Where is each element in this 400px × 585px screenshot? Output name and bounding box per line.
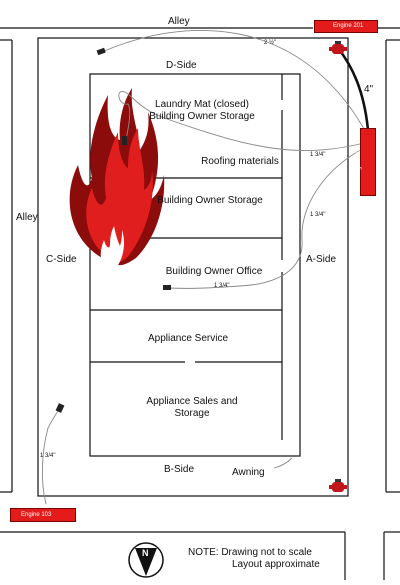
hose-c-side-size: 1 3/4" — [40, 453, 56, 459]
building-outline — [89, 73, 301, 457]
hose-c-side — [41, 407, 61, 505]
engine-201: Engine 201 — [314, 20, 378, 33]
note-line2: Layout approximate — [232, 559, 320, 570]
b-side-label: B-Side — [164, 464, 195, 475]
awning-label: Awning — [232, 467, 265, 478]
hose-top-size: 2 ½" — [264, 40, 277, 46]
fire-main-flame — [86, 128, 153, 262]
room-office: Building Owner Office — [165, 266, 263, 277]
hose-a-side-lower-size: 1 3/4" — [310, 212, 326, 218]
nozzle-office — [163, 285, 171, 290]
room-storage: Building Owner Storage — [157, 195, 263, 206]
engine-103-label: Engine 103 — [21, 512, 52, 518]
north-compass — [128, 542, 164, 578]
drawing-note: NOTE: Drawing not to scale Layout approx… — [188, 547, 320, 571]
hose-top-25 — [101, 29, 369, 137]
room-laundry-line2: Building Owner Storage — [149, 111, 255, 122]
d-side-label: D-Side — [166, 60, 197, 71]
supply-line-size: 4" — [364, 84, 374, 95]
room-sales-line1: Appliance Sales and — [146, 396, 238, 407]
hydrant-bottom — [329, 479, 347, 492]
engine-103: Engine 103 — [10, 508, 76, 522]
alley-left-label: Alley — [16, 212, 38, 223]
a-side-label: A-Side — [306, 254, 337, 265]
room-laundry-line1: Laundry Mat (closed) — [155, 99, 249, 110]
c-side-label: C-Side — [46, 254, 77, 265]
hydrant-top — [329, 41, 347, 54]
room-sales-line2: Storage — [174, 408, 210, 419]
room-appliance-service: Appliance Service — [147, 333, 229, 344]
hose-a-side-upper — [118, 91, 369, 151]
property-outline — [37, 37, 349, 497]
nozzle-a-side — [122, 136, 127, 145]
hose-office-size: 1 3/4" — [214, 283, 230, 289]
hose-office — [167, 145, 369, 289]
hose-lines — [41, 29, 369, 505]
hydrants — [329, 41, 347, 492]
engine-101: Engine 101 — [356, 128, 376, 196]
engine-101-label: Engine 101 — [356, 146, 363, 178]
note-line1: NOTE: Drawing not to scale — [188, 547, 312, 558]
street-lines — [0, 27, 400, 580]
nozzle-top — [96, 47, 106, 56]
hose-a-side-upper-size: 1 3/4" — [310, 152, 326, 158]
fire-graphic — [69, 88, 165, 271]
compass-letter: N — [142, 548, 149, 558]
room-roofing: Roofing materials — [201, 156, 279, 167]
nozzles — [55, 47, 171, 413]
nozzle-c-side — [55, 403, 65, 413]
engine-201-label: Engine 201 — [333, 23, 364, 29]
alley-top-label: Alley — [168, 16, 190, 27]
awning-pointer — [273, 457, 293, 469]
fire-core — [100, 226, 124, 271]
